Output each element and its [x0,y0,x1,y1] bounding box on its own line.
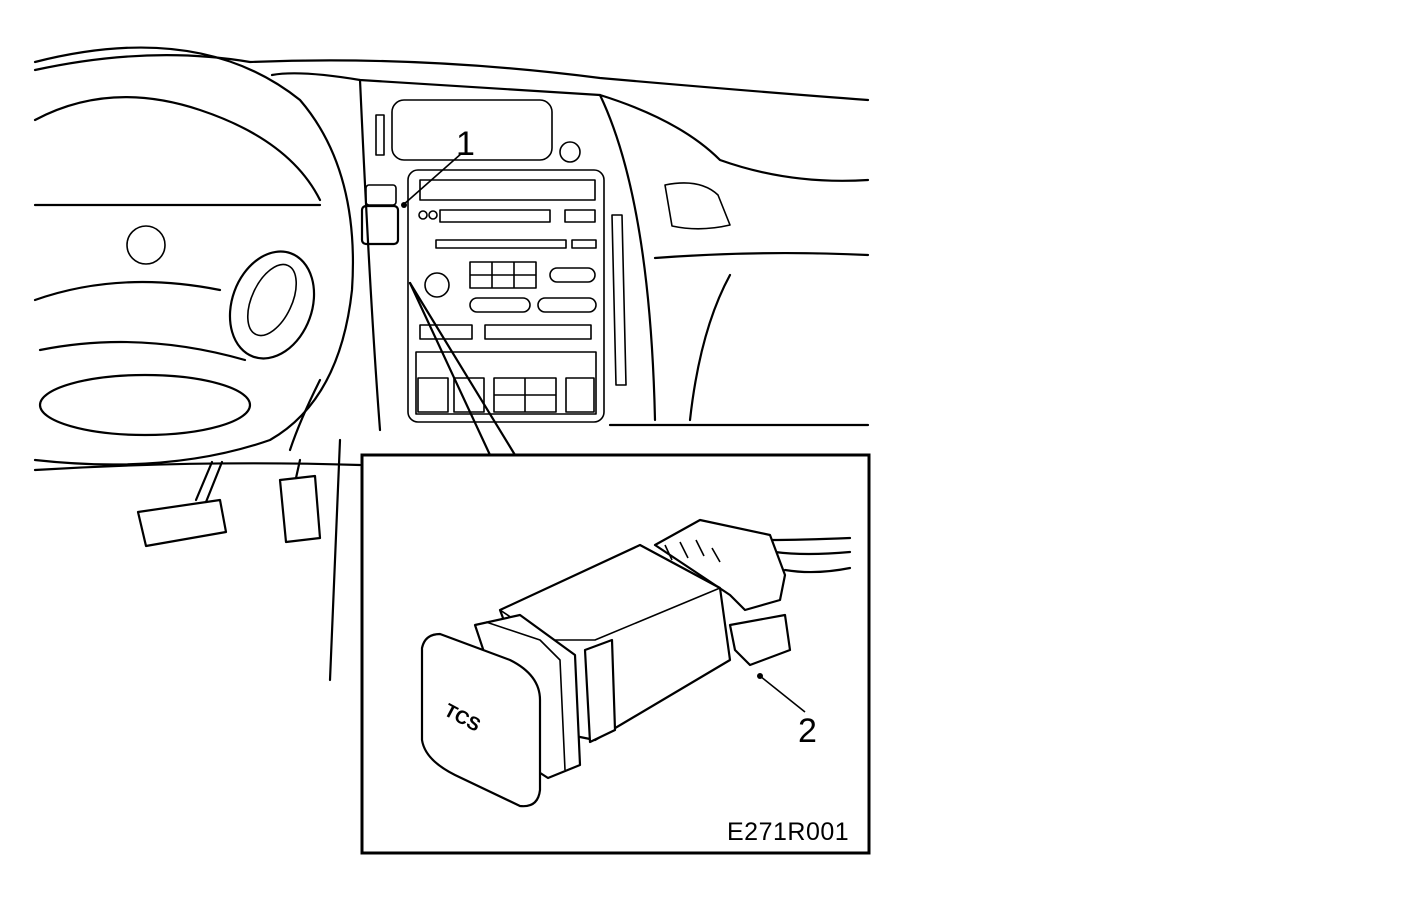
brake-pedal [136,498,228,548]
center-vent [391,99,553,161]
radio-button [537,297,597,313]
instrument-cluster [38,373,252,437]
radio-unit [407,169,605,423]
steering-wheel-rim [33,46,355,466]
radio-button [549,267,596,283]
steering-hub-button [126,225,166,265]
radio-led [418,210,428,220]
accelerator-pedal [278,474,322,544]
passenger-vent [664,182,731,230]
cassette-slot [435,239,567,249]
side-vent-strip [611,214,627,386]
hazard-button [559,141,581,163]
dashboard-overview: 1 [33,46,870,682]
eject-button [571,239,597,249]
radio-led [428,210,438,220]
radio-button [419,324,473,340]
tcs-button-face [420,632,542,808]
callout-1-leader [402,152,463,206]
housing-latch [583,638,617,744]
connector-clip [728,613,792,667]
climate-button [565,377,595,413]
vent-slot-left [375,114,385,156]
switch-slot [365,184,397,206]
callout-2: 2 [798,712,817,750]
climate-button [417,377,449,413]
zoom-line-right [408,281,517,457]
callout-1-dot [401,202,407,208]
radio-button-row [484,324,592,340]
detail-inset: TCS 2 E271R001 [360,453,871,855]
volume-knob [424,272,450,298]
zoom-line-left [408,281,492,457]
climate-panel [415,351,597,415]
radio-button [564,209,596,223]
radio-preset-bar [439,209,551,223]
radio-button [469,297,531,313]
callout-1: 1 [456,125,475,163]
radio-display [419,179,596,201]
steering-spoke-pad [228,250,316,360]
callout-2-leader [759,675,806,713]
tcs-switch-location [360,204,400,246]
figure-code: E271R001 [727,818,849,846]
connector-body [653,518,787,612]
